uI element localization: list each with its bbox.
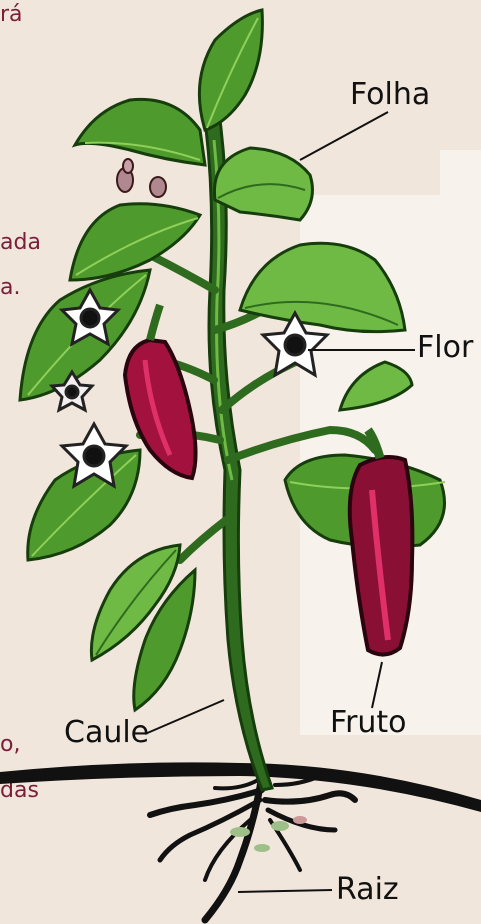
label-caule: Caule [64,718,149,748]
label-raiz: Raiz [336,875,399,905]
roots [150,775,355,920]
label-folha: Folha [350,80,430,110]
flower-buds [117,159,166,197]
label-fruto: Fruto [330,708,407,738]
label-flor: Flor [417,333,473,363]
